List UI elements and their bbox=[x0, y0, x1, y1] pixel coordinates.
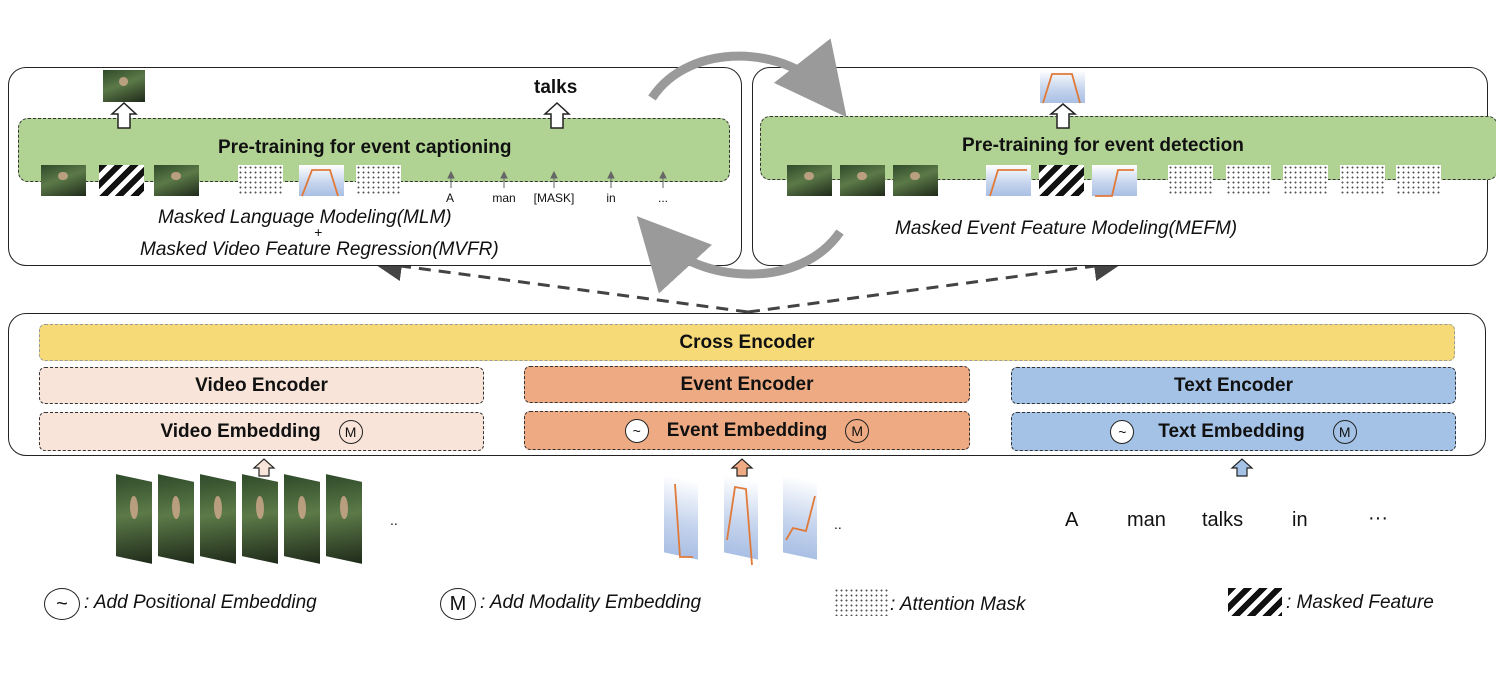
curved-arrow-bottom bbox=[636, 216, 844, 294]
output-video-frame bbox=[103, 70, 145, 102]
captioning-title: Pre-training for event captioning bbox=[218, 137, 512, 158]
token-arrows bbox=[447, 170, 667, 188]
attention-mask-icon bbox=[356, 165, 401, 196]
text-encoder: Text Encoder bbox=[1011, 367, 1456, 404]
input-text-token: talks bbox=[1202, 509, 1244, 531]
legend-attention-icon bbox=[834, 588, 888, 616]
positional-icon: ~ bbox=[1110, 419, 1135, 444]
modality-icon: M bbox=[1332, 419, 1357, 444]
video-encoder: Video Encoder bbox=[39, 367, 484, 404]
video-ellipsis: .. bbox=[390, 512, 398, 528]
attention-mask-icon bbox=[1168, 165, 1213, 196]
video-frame bbox=[787, 165, 832, 196]
up-arrow-icon bbox=[1230, 458, 1254, 477]
caption-token: man bbox=[492, 191, 516, 205]
curved-arrow-top bbox=[648, 38, 847, 118]
input-text-token: A bbox=[1065, 509, 1079, 531]
masked-feature-icon bbox=[1039, 165, 1084, 196]
event-embedding-label: Event Embedding bbox=[666, 419, 828, 441]
legend-masked-icon bbox=[1228, 588, 1282, 616]
caption-token: [MASK] bbox=[533, 191, 575, 205]
caption-token: ... bbox=[657, 191, 668, 205]
up-arrow-icon bbox=[110, 101, 1078, 129]
event-ellipsis: .. bbox=[834, 516, 842, 532]
event-encoder: Event Encoder bbox=[524, 366, 970, 403]
event-embedding: ~ Event Embedding M bbox=[524, 411, 970, 450]
video-encoder-label: Video Encoder bbox=[195, 374, 328, 396]
event-encoder-label: Event Encoder bbox=[680, 373, 814, 395]
captioning-objective-2: Masked Video Feature Regression(MVFR) bbox=[140, 239, 499, 260]
caption-token: in bbox=[606, 191, 616, 205]
video-frame bbox=[840, 165, 885, 196]
video-embedding-label: Video Embedding bbox=[160, 420, 321, 442]
input-text-token: in bbox=[1292, 509, 1308, 531]
attention-mask-icon bbox=[1226, 165, 1271, 196]
detection-title: Pre-training for event detection bbox=[962, 135, 1244, 156]
up-arrow-icon bbox=[730, 458, 754, 477]
attention-mask-icon bbox=[238, 165, 283, 196]
attention-mask-icon bbox=[1340, 165, 1385, 196]
video-frame bbox=[154, 165, 199, 196]
legend-positional-label: : Add Positional Embedding bbox=[84, 592, 317, 613]
captioning-objective-plus: + bbox=[314, 224, 323, 240]
cross-encoder-label: Cross Encoder bbox=[679, 331, 815, 353]
input-text-token: man bbox=[1127, 509, 1166, 531]
captioning-objective-1: Masked Language Modeling(MLM) bbox=[158, 207, 452, 228]
attention-mask-icon bbox=[1283, 165, 1328, 196]
legend-modality-icon: M bbox=[440, 588, 476, 620]
output-word: talks bbox=[534, 77, 578, 98]
event-profile-lines bbox=[301, 73, 1134, 197]
modality-icon: M bbox=[338, 419, 363, 444]
masked-feature-icon bbox=[99, 165, 144, 196]
video-embedding: Video Embedding M bbox=[39, 412, 484, 451]
legend-modality-label: : Add Modality Embedding bbox=[480, 592, 702, 613]
positional-icon: ~ bbox=[624, 418, 649, 443]
text-embedding-label: Text Embedding bbox=[1158, 420, 1305, 442]
video-frame bbox=[893, 165, 938, 196]
up-arrow-icon bbox=[252, 458, 276, 477]
video-frame bbox=[41, 165, 86, 196]
cross-encoder: Cross Encoder bbox=[39, 324, 1455, 361]
legend-attention-label: : Attention Mask bbox=[890, 594, 1026, 615]
input-text-token: ··· bbox=[1368, 507, 1388, 529]
text-embedding: ~ Text Embedding M bbox=[1011, 412, 1456, 451]
attention-mask-icon bbox=[1396, 165, 1441, 196]
detection-objective: Masked Event Feature Modeling(MEFM) bbox=[895, 218, 1238, 239]
legend-positional-icon: ~ bbox=[44, 588, 80, 620]
dashed-arrow-to-captioning bbox=[372, 251, 749, 314]
text-encoder-label: Text Encoder bbox=[1174, 374, 1293, 396]
dashed-arrow-to-detection bbox=[747, 251, 1124, 314]
modality-icon: M bbox=[845, 418, 870, 443]
caption-token: A bbox=[445, 191, 454, 205]
legend-masked-label: : Masked Feature bbox=[1286, 592, 1434, 613]
